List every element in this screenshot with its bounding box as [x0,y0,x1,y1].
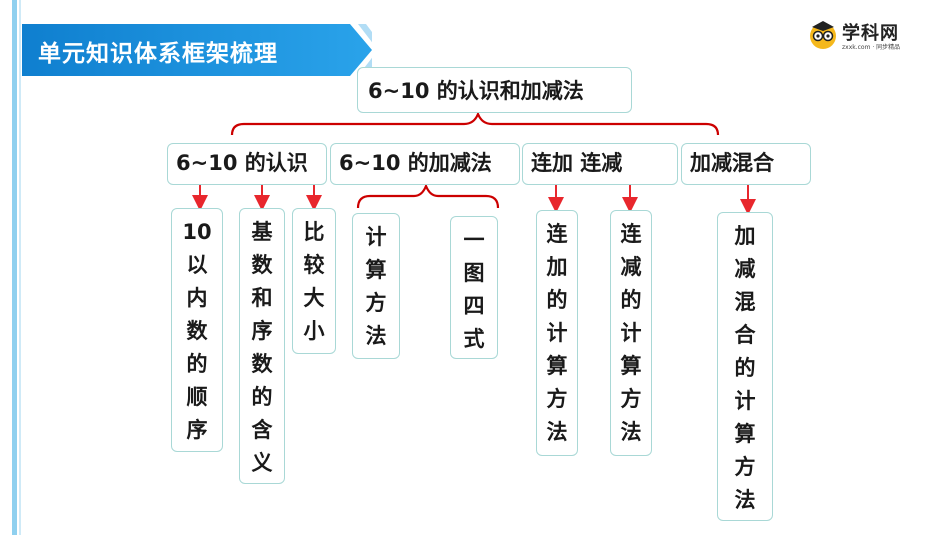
owl-face-icon [810,21,836,49]
addsub-brace [356,183,500,209]
branch-label: 连加 连减 [531,151,623,175]
leaf-compare: 比 较 大 小 [292,208,336,354]
branch-label: 6~10 的加减法 [339,151,492,175]
leaf-chain-sub-method: 连 减 的 计 算 方 法 [610,210,652,456]
branch-add-subtract: 6~10 的加减法 [330,143,520,185]
root-label: 6~10 的认识和加减法 [368,79,584,103]
brand-logo: 学科网 zxxk.com · 同步精品 [808,18,928,52]
leaf-mixed-method: 加 减 混 合 的 计 算 方 法 [717,212,773,521]
branch-recognition: 6~10 的认识 [167,143,327,185]
branch-mixed: 加减混合 [681,143,811,185]
leaf-chain-add-method: 连 加 的 计 算 方 法 [536,210,578,456]
branch-label: 加减混合 [690,151,774,175]
banner-shape [22,24,372,76]
left-accent-line [19,0,21,535]
brand-tagline: zxxk.com · 同步精品 [842,44,901,51]
page-title: 单元知识体系框架梳理 [38,41,278,67]
branch-label: 6~10 的认识 [176,151,308,175]
branch-chain: 连加 连减 [522,143,678,185]
leaf-one-picture-four-equations: 一 图 四 式 [450,216,498,359]
root-node: 6~10 的认识和加减法 [357,67,632,113]
brand-name: 学科网 [842,23,899,44]
left-accent-bar [12,0,17,535]
root-brace [230,111,720,136]
leaf-number-order: 10 以 内 数 的 顺 序 [171,208,223,452]
leaf-cardinal-ordinal: 基 数 和 序 数 的 含 义 [239,208,285,484]
title-banner: 单元知识体系框架梳理 [22,24,372,76]
leaf-calculation-method: 计 算 方 法 [352,213,400,359]
